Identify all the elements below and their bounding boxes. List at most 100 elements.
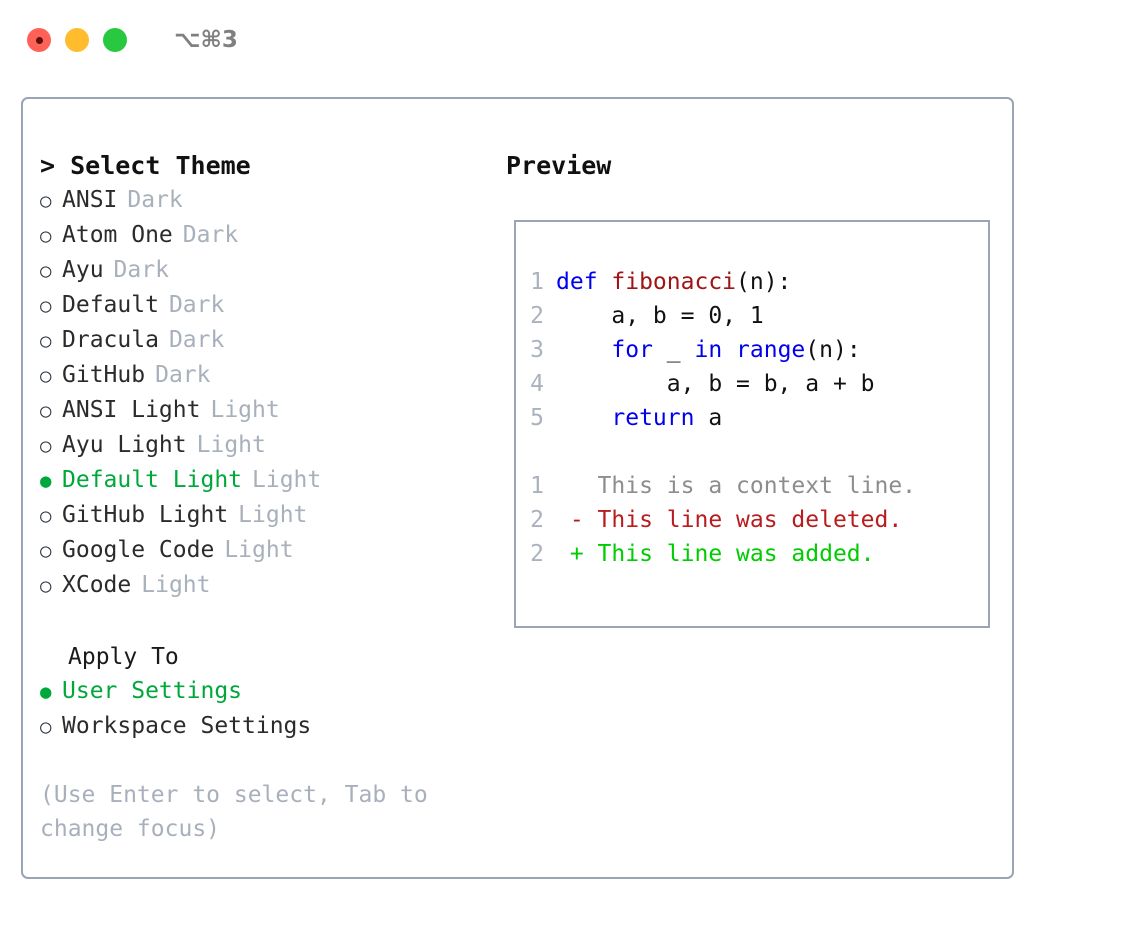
code-text: - This line was deleted. bbox=[556, 503, 902, 537]
line-number: 1 bbox=[530, 473, 544, 499]
code-token: def bbox=[556, 269, 612, 295]
code-token: (n): bbox=[736, 269, 792, 295]
code-text: + This line was added. bbox=[556, 537, 875, 571]
theme-name-label: Atom One bbox=[62, 222, 173, 248]
radio-unselected-icon: ○ bbox=[40, 190, 52, 212]
apply-to-heading: Apply To bbox=[68, 644, 179, 670]
line-number: 1 bbox=[530, 269, 544, 295]
code-line: 2 a, b = 0, 1 bbox=[516, 299, 988, 333]
theme-list-item[interactable]: ○ XCode Light bbox=[40, 568, 503, 603]
code-token: in bbox=[694, 337, 723, 363]
code-line: 3 for _ in range(n): bbox=[516, 333, 988, 367]
apply-to-list: ●User Settings○Workspace Settings bbox=[40, 674, 503, 744]
line-number: 5 bbox=[530, 405, 544, 431]
code-text: for _ in range(n): bbox=[556, 333, 861, 367]
preview-heading: Preview bbox=[506, 151, 612, 180]
theme-category-tag: Light bbox=[224, 537, 294, 563]
radio-unselected-icon: ○ bbox=[40, 540, 52, 562]
code-text: This is a context line. bbox=[556, 469, 917, 503]
code-token bbox=[556, 337, 611, 363]
minimize-button[interactable] bbox=[65, 28, 89, 52]
list-spacer bbox=[40, 603, 503, 640]
code-text: a, b = 0, 1 bbox=[556, 299, 763, 333]
code-token: + This line was added. bbox=[556, 541, 875, 567]
theme-list-item[interactable]: ○ Ayu Light Light bbox=[40, 428, 503, 463]
theme-category-tag: Dark bbox=[182, 222, 239, 248]
diff-line: 1 This is a context line. bbox=[516, 469, 988, 503]
code-token: for bbox=[611, 337, 653, 363]
theme-category-tag: Dark bbox=[113, 257, 169, 283]
theme-name-label: ANSI Light bbox=[62, 397, 201, 423]
theme-name-label: Ayu Light bbox=[62, 432, 187, 458]
radio-unselected-icon: ○ bbox=[40, 260, 52, 282]
close-button[interactable] bbox=[27, 28, 51, 52]
diff-sample: 1 This is a context line.2 - This line w… bbox=[516, 469, 988, 571]
theme-category-tag: Light bbox=[238, 502, 308, 528]
theme-name-label: Ayu bbox=[62, 257, 104, 283]
line-number: 3 bbox=[530, 337, 544, 363]
apply-to-item[interactable]: ●User Settings bbox=[40, 674, 503, 709]
theme-list-item[interactable]: ● Default Light Light bbox=[40, 463, 503, 498]
code-text: return a bbox=[556, 401, 722, 435]
code-token: range bbox=[736, 337, 806, 363]
code-token: return bbox=[611, 405, 695, 431]
title-bar: ⌥⌘3 bbox=[0, 0, 1140, 80]
theme-list-item[interactable]: ○ Ayu Dark bbox=[40, 253, 503, 288]
theme-list-item[interactable]: ○ ANSI Dark bbox=[40, 183, 503, 218]
theme-name-label: XCode bbox=[62, 572, 132, 598]
line-number: 2 bbox=[530, 507, 544, 533]
radio-unselected-icon: ○ bbox=[40, 295, 52, 317]
radio-unselected-icon: ○ bbox=[40, 435, 52, 457]
code-token: a, b = b, a + b bbox=[556, 371, 875, 397]
theme-name-label: Default Light bbox=[62, 467, 243, 493]
theme-name-label: GitHub Light bbox=[62, 502, 229, 528]
radio-selected-icon: ● bbox=[40, 681, 52, 703]
keyboard-hint-text: (Use Enter to select, Tab to change focu… bbox=[40, 782, 442, 842]
radio-unselected-icon: ○ bbox=[40, 505, 52, 527]
theme-category-tag: Light bbox=[141, 572, 211, 598]
theme-name-label: Default bbox=[62, 292, 159, 318]
theme-category-tag: Light bbox=[252, 467, 322, 493]
diff-line: 2 - This line was deleted. bbox=[516, 503, 988, 537]
hint-spacer bbox=[40, 744, 503, 778]
traffic-light-group bbox=[27, 28, 127, 52]
radio-unselected-icon: ○ bbox=[40, 575, 52, 597]
apply-to-label: Workspace Settings bbox=[62, 713, 312, 739]
code-text: a, b = b, a + b bbox=[556, 367, 875, 401]
maximize-button[interactable] bbox=[103, 28, 127, 52]
apply-to-item[interactable]: ○Workspace Settings bbox=[40, 709, 503, 744]
theme-category-tag: Dark bbox=[168, 292, 225, 318]
code-line: 5 return a bbox=[516, 401, 988, 435]
theme-name-label: ANSI bbox=[62, 187, 118, 213]
code-token: a bbox=[694, 405, 723, 431]
code-token bbox=[556, 405, 611, 431]
theme-category-tag: Dark bbox=[127, 187, 183, 213]
line-number: 2 bbox=[530, 541, 544, 567]
radio-selected-icon: ● bbox=[40, 470, 52, 492]
line-number: 4 bbox=[530, 371, 544, 397]
theme-list-item[interactable]: ○ Default Dark bbox=[40, 288, 503, 323]
code-token: (n): bbox=[805, 337, 861, 363]
theme-category-tag: Light bbox=[196, 432, 266, 458]
theme-category-tag: Dark bbox=[168, 327, 225, 353]
theme-list-item[interactable]: ○ GitHub Light Light bbox=[40, 498, 503, 533]
theme-name-label: Dracula bbox=[62, 327, 159, 353]
code-token: This is a context line. bbox=[556, 473, 917, 499]
select-theme-heading: > Select Theme bbox=[40, 151, 251, 180]
window-title: ⌥⌘3 bbox=[174, 27, 238, 53]
code-token: _ bbox=[652, 337, 695, 363]
radio-unselected-icon: ○ bbox=[40, 400, 52, 422]
